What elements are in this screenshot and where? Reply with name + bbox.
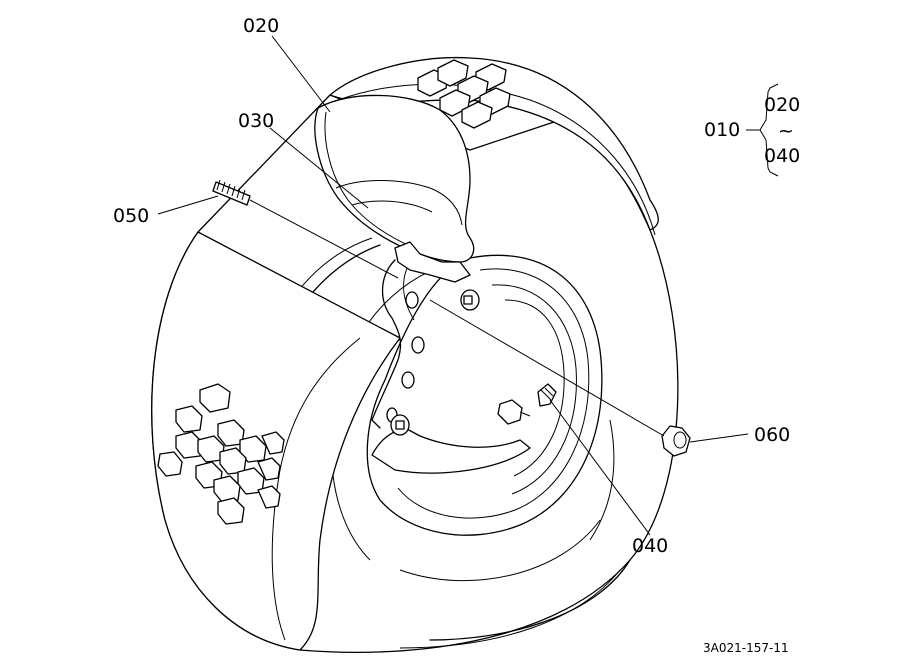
- drawing-code: 3A021-157-11: [703, 641, 789, 655]
- wheel-rim: [366, 254, 603, 536]
- callout-020: 020: [243, 15, 279, 37]
- valve: [497, 383, 557, 425]
- tube-section: [314, 94, 475, 283]
- callout-040: 040: [632, 535, 668, 557]
- tread-lugs-left: [157, 383, 285, 525]
- stud-bolt: [212, 179, 399, 279]
- callout-050: 050: [113, 205, 149, 227]
- group-from-label: 020: [764, 94, 800, 116]
- leader-lines: [157, 35, 749, 536]
- group-to-label: 040: [764, 145, 800, 167]
- callout-060: 060: [754, 424, 790, 446]
- wheel-nut: [429, 299, 691, 457]
- tread-lugs-top: [417, 59, 511, 129]
- group-parent-label: 010: [704, 119, 740, 141]
- assembly-group: 010 020 ~ 040: [704, 83, 800, 177]
- group-separator: ~: [778, 120, 794, 142]
- callout-030: 030: [238, 110, 274, 132]
